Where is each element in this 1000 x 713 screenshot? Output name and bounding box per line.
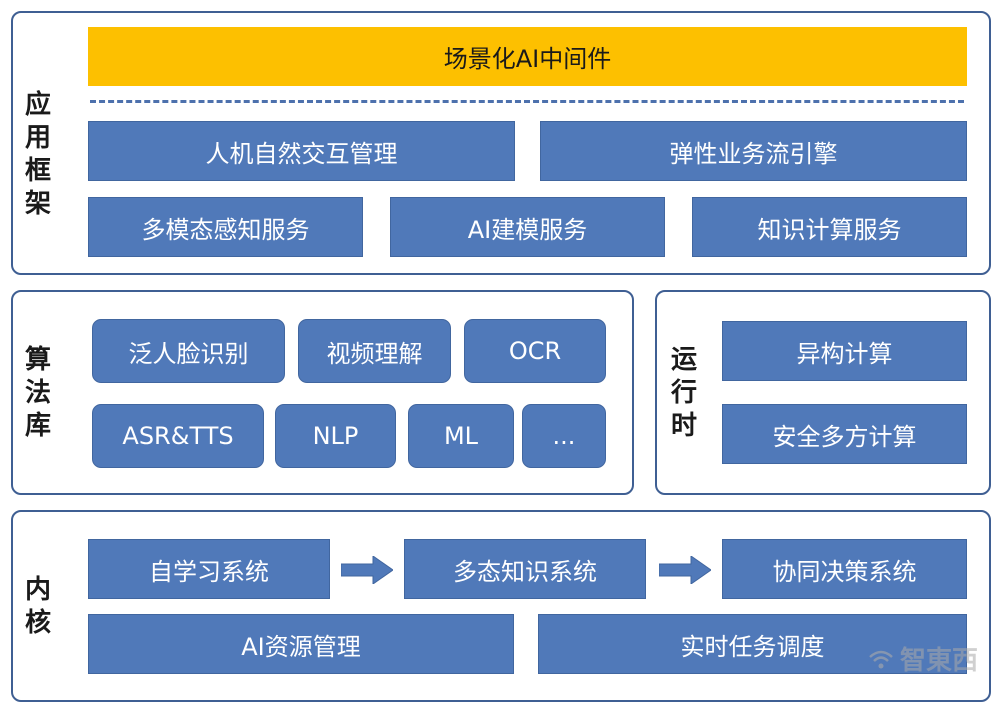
dashed-separator	[90, 100, 964, 103]
asr-tts-block: ASR&TTS	[92, 404, 264, 468]
nlp-block: NLP	[275, 404, 396, 468]
ml-block: ML	[408, 404, 514, 468]
scenario-ai-middleware: 场景化AI中间件	[88, 27, 967, 86]
face-recognition-block: 泛人脸识别	[92, 319, 285, 383]
collaborative-decision-system-block: 协同决策系统	[722, 539, 967, 599]
secure-mpc-block: 安全多方计算	[722, 404, 967, 464]
heterogeneous-computing-block: 异构计算	[722, 321, 967, 381]
runtime-label: 运 行 时	[671, 345, 698, 441]
more-algorithms-block: ...	[522, 404, 606, 468]
flow-arrow-2-icon	[659, 556, 711, 584]
realtime-task-scheduling-block: 实时任务调度	[538, 614, 967, 674]
wifi-logo-icon	[869, 650, 893, 668]
knowledge-computing-block: 知识计算服务	[692, 197, 967, 257]
watermark: 智東西	[868, 640, 978, 677]
video-understanding-block: 视频理解	[298, 319, 451, 383]
multimodal-perception-block: 多模态感知服务	[88, 197, 363, 257]
ai-resource-management-block: AI资源管理	[88, 614, 514, 674]
workflow-engine-block: 弹性业务流引擎	[540, 121, 967, 181]
watermark-text: 智東西	[900, 646, 979, 676]
polymorphic-knowledge-system-block: 多态知识系统	[404, 539, 646, 599]
kernel-label: 内 核	[25, 575, 52, 638]
self-learning-system-block: 自学习系统	[88, 539, 330, 599]
algorithm-library-label: 算 法 库	[25, 345, 52, 441]
ai-modeling-block: AI建模服务	[390, 197, 665, 257]
hci-management-block: 人机自然交互管理	[88, 121, 515, 181]
ocr-block: OCR	[464, 319, 606, 383]
app-framework-label: 应 用 框 架	[25, 90, 52, 219]
flow-arrow-1-icon	[341, 556, 393, 584]
